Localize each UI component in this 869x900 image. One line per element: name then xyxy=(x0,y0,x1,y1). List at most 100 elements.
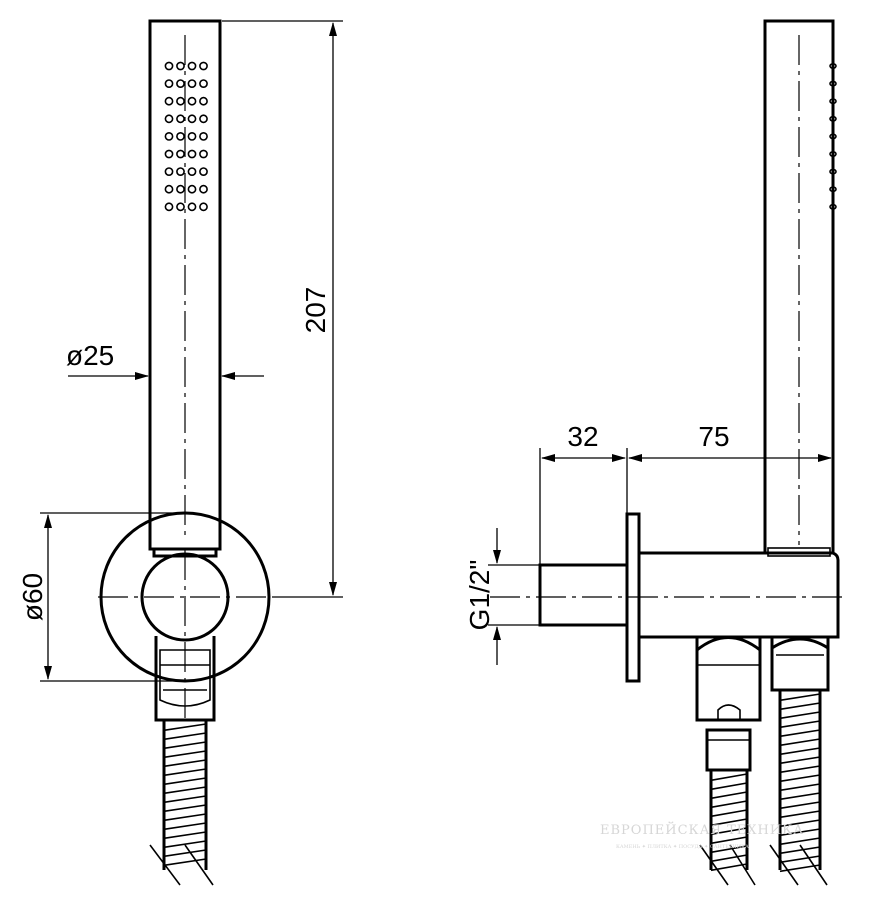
nozzle-dot xyxy=(164,96,174,106)
nozzle-dot xyxy=(187,114,197,124)
hose-coil xyxy=(779,792,821,801)
side-hose-break-2 xyxy=(729,844,756,886)
side-dimensions: 32 75 G1/2" xyxy=(464,421,834,665)
side-spray-nozzles xyxy=(829,62,837,210)
hose-coil xyxy=(710,773,748,782)
nozzle-dot xyxy=(164,202,174,212)
dim-g12-label: G1/2" xyxy=(464,560,495,631)
side-nozzle-dot xyxy=(829,98,837,105)
side-threaded-inlet xyxy=(538,563,629,627)
dim-32-label: 32 xyxy=(567,421,598,452)
hose-coil xyxy=(163,768,207,777)
side-hose-break-3 xyxy=(769,844,799,886)
hose-coil xyxy=(163,723,207,732)
nozzle-dot xyxy=(176,79,185,88)
hose-coil xyxy=(710,782,748,791)
front-handle xyxy=(148,19,222,551)
hose-coil xyxy=(779,738,821,747)
front-handle-cap xyxy=(152,549,218,558)
hose-coil xyxy=(779,765,821,774)
nozzle-dot xyxy=(187,61,197,71)
nozzle-dot xyxy=(176,202,185,212)
nozzle-dot xyxy=(187,184,197,194)
hose-coil xyxy=(779,846,821,855)
hose-coil xyxy=(779,828,821,837)
side-left-nut-slot xyxy=(717,704,741,720)
side-hose-break-1 xyxy=(699,844,729,886)
dim-75-label: 75 xyxy=(698,421,729,452)
nozzle-dot xyxy=(176,131,185,141)
hose-coil xyxy=(779,702,821,711)
side-nozzle-dot xyxy=(829,115,837,122)
nozzle-dot xyxy=(164,184,174,194)
hose-coil xyxy=(779,810,821,819)
hose-coil xyxy=(779,747,821,756)
side-hose-break-4 xyxy=(799,844,828,886)
nozzle-dot xyxy=(164,114,174,124)
nozzle-dot xyxy=(187,96,197,106)
hose-coil xyxy=(779,801,821,810)
hose-coil xyxy=(163,822,207,831)
hose-coil xyxy=(779,819,821,828)
nozzle-dot xyxy=(199,167,208,176)
side-nozzle-dot xyxy=(829,186,837,193)
hose-coil xyxy=(710,836,748,845)
side-hose-coils xyxy=(710,693,821,873)
side-handle-cap xyxy=(767,547,831,557)
nozzle-dot xyxy=(187,202,197,212)
dim-d60-label: ø60 xyxy=(17,573,48,621)
hose-coil xyxy=(779,729,821,738)
nozzle-dot xyxy=(187,149,197,159)
nozzle-dot xyxy=(176,114,185,124)
front-hose-break-2 xyxy=(184,844,214,886)
front-view xyxy=(98,19,272,886)
side-nozzle-dot xyxy=(829,203,837,210)
hose-coil xyxy=(779,720,821,729)
hose-coil xyxy=(163,750,207,759)
side-left-elbow xyxy=(695,636,762,654)
dim-d25-label: ø25 xyxy=(66,340,114,371)
side-nozzle-dot xyxy=(829,133,837,140)
nozzle-dot xyxy=(164,167,174,176)
nozzle-dot xyxy=(187,79,197,88)
hose-coil xyxy=(779,774,821,783)
side-nozzle-dot xyxy=(829,151,837,158)
side-nozzle-dot xyxy=(829,62,837,69)
hose-coil xyxy=(163,741,207,750)
nozzle-dot xyxy=(199,202,208,212)
nozzle-dot xyxy=(199,61,208,71)
front-hose-coils xyxy=(163,723,207,867)
nozzle-dot xyxy=(176,167,185,176)
nozzle-dot xyxy=(199,184,208,194)
nozzle-dot xyxy=(164,131,174,141)
hose-coil xyxy=(779,855,821,864)
hose-coil xyxy=(779,837,821,846)
hose-coil xyxy=(163,732,207,741)
nozzle-dot xyxy=(176,184,185,194)
nozzle-dot xyxy=(199,114,208,124)
hose-coil xyxy=(163,858,207,867)
nozzle-dot xyxy=(176,96,185,106)
hose-coil xyxy=(710,827,748,836)
dim-207-label: 207 xyxy=(300,287,331,334)
nozzle-dot xyxy=(164,79,174,88)
front-dimensions: 207 ø25 ø60 xyxy=(17,20,343,682)
hose-coil xyxy=(710,800,748,809)
nozzle-dot xyxy=(199,79,208,88)
hose-coil xyxy=(163,813,207,822)
hose-coil xyxy=(163,804,207,813)
nozzle-dot xyxy=(187,131,197,141)
nozzle-dot xyxy=(164,61,174,71)
hose-coil xyxy=(779,783,821,792)
hose-coil xyxy=(710,845,748,854)
hose-coil xyxy=(710,791,748,800)
side-holder-body xyxy=(637,551,840,639)
side-nozzle-dot xyxy=(829,80,837,87)
hose-coil xyxy=(163,759,207,768)
side-left-connector xyxy=(695,650,762,722)
nozzle-dot xyxy=(176,149,185,159)
nozzle-dot xyxy=(199,131,208,141)
hose-coil xyxy=(163,849,207,858)
watermark: ЕВРОПЕЙСКАЯ ТЕХНИКА КАМЕНЬ ✦ ПЛИТКА ✦ ПО… xyxy=(600,821,803,850)
